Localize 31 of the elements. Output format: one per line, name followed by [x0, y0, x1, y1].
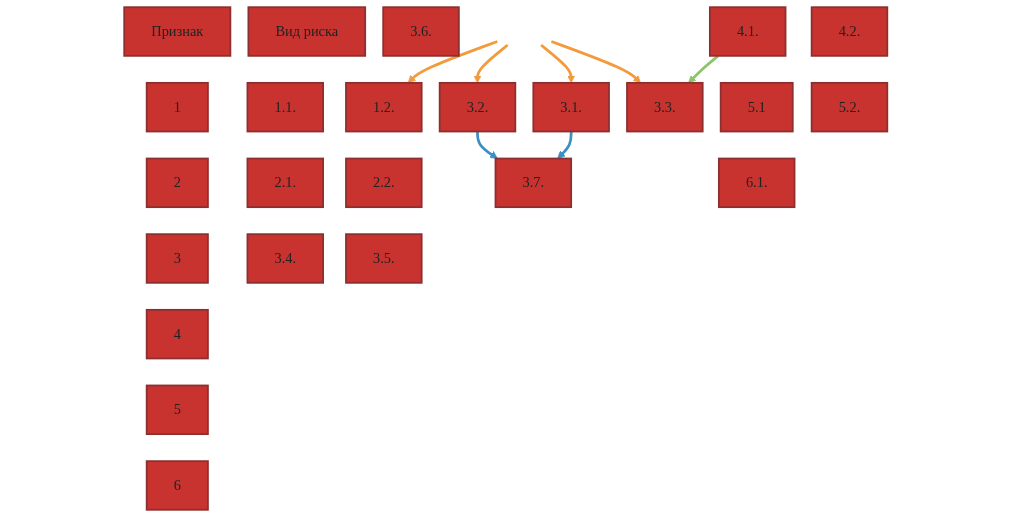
- node-box: 1.2.: [345, 81, 423, 133]
- node-box: 4.2.: [811, 6, 889, 57]
- arrow: [476, 131, 499, 159]
- node-box: 3.3.: [626, 81, 704, 133]
- arrow: [551, 40, 642, 84]
- arrow: [408, 40, 498, 84]
- arrow: [688, 54, 720, 84]
- node-box: 1.1.: [246, 81, 325, 133]
- arrow: [540, 43, 576, 84]
- node-box: 6.1.: [718, 157, 796, 209]
- node-box: 5: [146, 384, 210, 435]
- node-box: 2.2.: [345, 157, 423, 209]
- node-box: 3.6.: [382, 6, 460, 57]
- node-box: 5.1: [720, 81, 794, 133]
- node-box: Вид риска: [247, 6, 367, 57]
- node-box: 1: [146, 81, 210, 133]
- node-box: 3.1.: [532, 81, 611, 133]
- node-box: 3.4.: [246, 233, 325, 284]
- node-box: 3.5.: [345, 233, 423, 284]
- node-box: 2: [146, 157, 210, 209]
- node-box: 4.1.: [709, 6, 787, 57]
- node-box: Признак: [123, 6, 232, 57]
- node-box: 3.2.: [439, 81, 517, 133]
- node-box: 3.7.: [494, 157, 573, 209]
- node-box: 2.1.: [246, 157, 325, 209]
- node-box: 5.2.: [811, 81, 889, 133]
- arrow: [557, 131, 573, 159]
- arrow: [473, 43, 509, 84]
- node-box: 3: [146, 233, 210, 284]
- node-box: 6: [146, 460, 210, 511]
- node-box: 4: [146, 308, 210, 360]
